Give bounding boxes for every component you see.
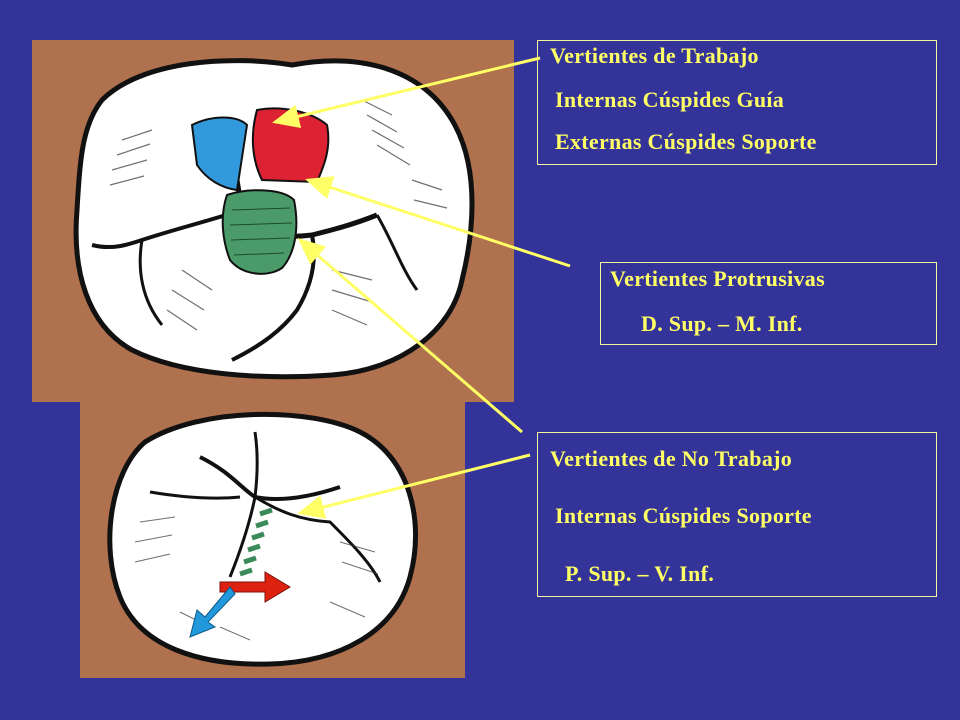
- protrusive-slopes-line1: D. Sup. – M. Inf.: [641, 311, 803, 336]
- non-working-slopes-box: Vertientes de No Trabajo Internas Cúspid…: [537, 432, 937, 597]
- protrusive-slopes-box: Vertientes Protrusivas D. Sup. – M. Inf.: [600, 262, 937, 345]
- red-slope-region: [251, 107, 330, 184]
- green-slope-region: [221, 189, 298, 275]
- working-slopes-line1: Internas Cúspides Guía: [555, 87, 785, 112]
- blue-arrow: [189, 586, 236, 638]
- upper-molar-drawing: [32, 40, 514, 402]
- non-working-slopes-title: Vertientes de No Trabajo: [550, 446, 793, 471]
- protrusive-slopes-title: Vertientes Protrusivas: [610, 266, 825, 291]
- lower-molar-illustration: [80, 402, 465, 678]
- lower-molar-drawing: [80, 402, 465, 678]
- upper-molar-illustration: [32, 40, 514, 402]
- blue-slope-region: [190, 116, 249, 192]
- working-slopes-box: Vertientes de Trabajo Internas Cúspides …: [537, 40, 937, 165]
- working-slopes-title: Vertientes de Trabajo: [550, 43, 759, 68]
- non-working-slopes-line1: Internas Cúspides Soporte: [555, 503, 812, 528]
- working-slopes-line2: Externas Cúspides Soporte: [555, 129, 817, 154]
- green-path-dashes: [239, 507, 273, 577]
- non-working-slopes-line2: P. Sup. – V. Inf.: [565, 561, 715, 586]
